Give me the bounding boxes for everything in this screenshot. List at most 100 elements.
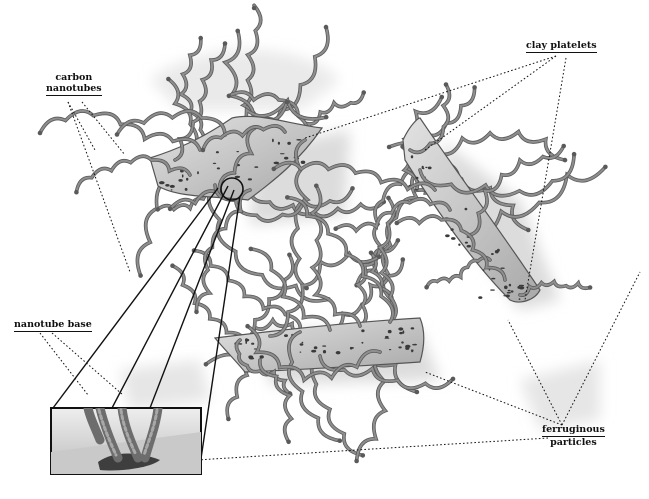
ferruginous-particle: [425, 166, 428, 169]
carbon-nanotube-highlight: [201, 124, 286, 151]
nanotube-tip: [562, 157, 568, 163]
carbon-nanotube-highlight: [116, 110, 226, 136]
ferruginous-particle: [445, 234, 450, 238]
ferruginous-particle: [259, 355, 264, 359]
ferruginous-particle: [216, 167, 220, 170]
carbon-nanotube-highlight: [227, 91, 310, 141]
ferruginous-particle: [247, 178, 252, 181]
nanotube-tip: [323, 114, 329, 120]
ferruginous-particle: [491, 253, 494, 255]
ferruginous-particle: [212, 162, 217, 165]
carbon-nanotube-highlight: [214, 184, 354, 222]
carbon-nanotube-highlight: [178, 37, 206, 151]
carbon-nanotube-highlight: [207, 184, 330, 302]
ferruginous-particle: [299, 343, 304, 346]
ferruginous-particle: [508, 283, 512, 287]
label-nanotube-base-text: nanotube base: [14, 319, 92, 332]
carbon-nanotube-highlight: [169, 127, 256, 210]
ferruginous-particle: [249, 357, 255, 360]
ferruginous-particle: [490, 289, 495, 291]
carbon-nanotubes-front: [37, 41, 593, 445]
ferruginous-particle: [518, 284, 525, 287]
nanotube-tip: [350, 186, 355, 191]
nanotube-tip: [198, 35, 203, 41]
ferruginous-particle: [361, 329, 365, 333]
ferruginous-particle: [311, 349, 317, 353]
nanotube-tip: [222, 41, 228, 46]
ferruginous-particle: [505, 294, 510, 298]
carbon-nanotube-highlight: [378, 196, 398, 323]
ferruginous-particle: [500, 267, 505, 269]
ferruginous-particle: [399, 331, 403, 335]
nanotube-tip: [284, 99, 290, 105]
label-ferruginous-line: ferruginous: [542, 424, 605, 437]
ferruginous-particle: [458, 243, 461, 246]
clay-platelets: [149, 115, 541, 373]
ferruginous-particle: [504, 285, 508, 290]
ferruginous-particle: [405, 346, 410, 350]
nanotube-tip: [439, 94, 445, 100]
label-clay-platelets-text: clay platelets: [526, 40, 597, 53]
label-particles-line: particles: [550, 437, 597, 448]
ferruginous-particle: [491, 277, 496, 280]
carbon-nanotube-highlight: [246, 325, 381, 382]
nanotube-tip: [414, 389, 420, 395]
nanotube-tip: [424, 285, 429, 290]
nanotube-tip: [561, 143, 566, 149]
label-nanotube-base: nanotube base: [14, 319, 92, 332]
nanotube-tip: [74, 189, 79, 195]
carbon-nanotube-highlight: [355, 351, 387, 462]
ferruginous-particle: [335, 351, 341, 355]
label-carbon-nanotubes: carbon nanotubes: [46, 72, 102, 96]
ferruginous-particle: [322, 350, 327, 354]
nanotube-tip: [166, 76, 171, 82]
nanotube-tip: [472, 85, 477, 90]
nanotube-tip: [138, 273, 143, 278]
ferruginous-particle: [410, 155, 414, 159]
ferruginous-particle: [184, 187, 188, 191]
ferruginous-particle: [159, 181, 165, 185]
nanotube-tip: [603, 164, 608, 170]
ferruginous-particle: [300, 160, 306, 164]
nanotube-tip: [314, 183, 319, 189]
clay-platelet-bottom: [213, 317, 425, 373]
carbon-nanotube-highlight: [287, 331, 341, 442]
ferruginous-particle: [245, 338, 250, 342]
ferruginous-particle: [466, 244, 471, 248]
ferruginous-particle: [517, 286, 521, 289]
nanotube-tip: [170, 263, 175, 269]
zoom-circle: [220, 177, 244, 201]
ferruginous-particle: [387, 329, 392, 334]
nanotube-tip: [194, 309, 199, 315]
carbon-nanotube-highlight: [469, 145, 565, 236]
ferruginous-particle: [464, 241, 468, 244]
leader-lines: [39, 55, 641, 463]
nanotube-tip: [337, 438, 343, 444]
ferruginous-particle: [181, 174, 184, 178]
ferruginous-particle: [287, 141, 291, 145]
ferruginous-particle: [299, 351, 302, 353]
label-clay-platelets: clay platelets: [526, 40, 597, 53]
ferruginous-particle: [301, 341, 304, 344]
ferruginous-particle: [197, 171, 199, 175]
label-nanotubes-line: nanotubes: [46, 83, 102, 96]
ferruginous-particle: [510, 290, 514, 293]
ferruginous-particle: [482, 269, 485, 272]
nanotube-base-inset: [50, 177, 244, 475]
ferruginous-particle: [388, 349, 392, 351]
ferruginous-particle: [361, 341, 364, 344]
nanotube-tip: [361, 90, 367, 95]
ferruginous-particle: [422, 167, 425, 170]
ferruginous-particle: [427, 166, 432, 170]
ferruginous-particle: [350, 347, 354, 349]
ferruginous-particle: [245, 341, 247, 344]
nanotube-tip: [226, 93, 232, 99]
ferruginous-particle: [415, 176, 419, 180]
carbon-nanotube-highlight: [519, 279, 592, 297]
nanotube-tip: [587, 285, 593, 290]
ferruginous-particle: [284, 156, 289, 160]
ferruginous-particle: [186, 177, 189, 181]
nanotube-tip: [571, 151, 577, 157]
ferruginous-particle: [507, 289, 511, 292]
